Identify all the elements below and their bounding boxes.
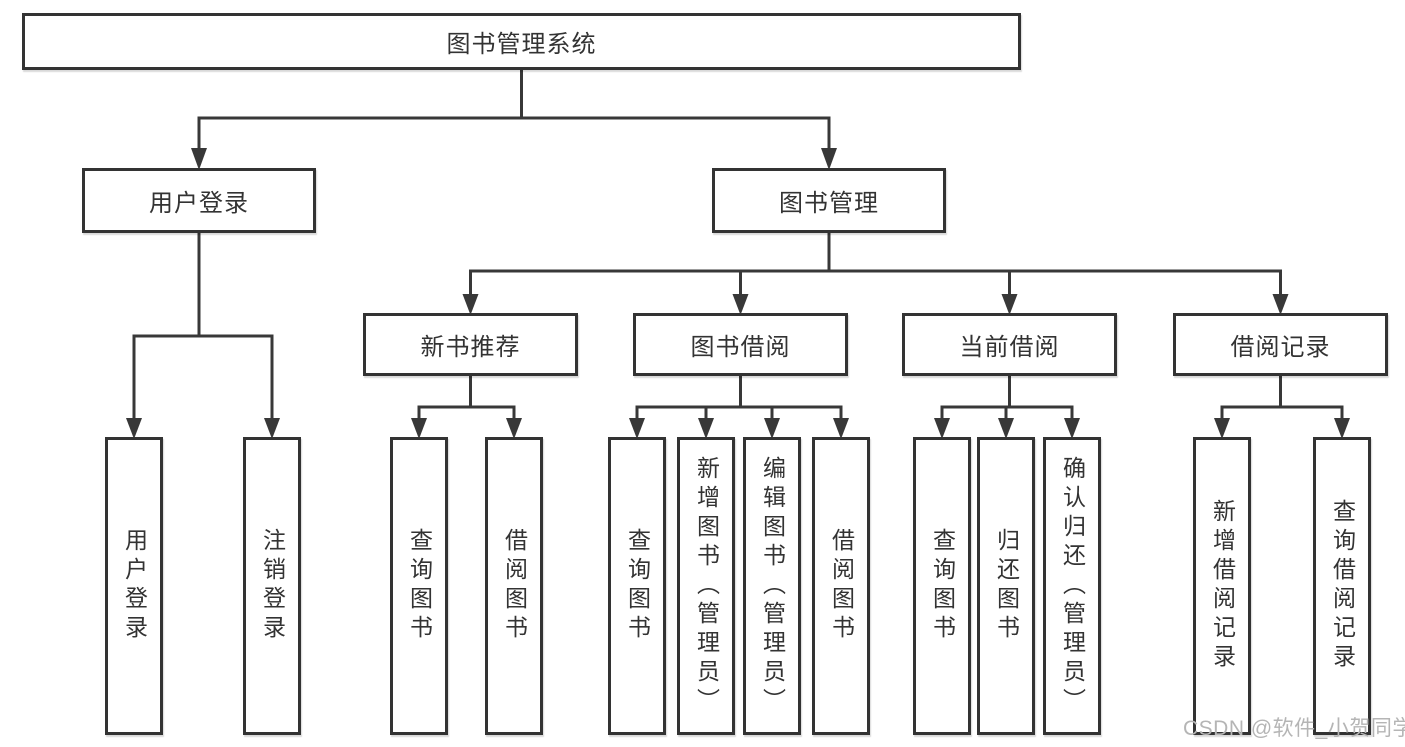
arrowheads-new-books: [411, 418, 522, 439]
leaf-bb-borrow-books: 借阅图书: [812, 437, 870, 735]
connector-records-branch: [1220, 376, 1344, 419]
connector-current-branch: [940, 376, 1074, 419]
arrowheads-records: [1214, 418, 1350, 439]
arrowheads-current: [934, 418, 1080, 439]
leaf-nb-query-books: 查询图书: [390, 437, 448, 735]
leaf-cb-return-books: 归还图书: [977, 437, 1035, 735]
connector-borrowing-branch: [635, 376, 843, 419]
connector-book-management-branch: [469, 233, 1282, 295]
node-book-borrowing: 图书借阅: [633, 313, 848, 376]
leaf-br-query-record: 查询借阅记录: [1313, 437, 1371, 735]
leaf-bb-add-books-admin: 新增图书（管理员）: [677, 437, 735, 735]
node-new-book-recommendation: 新书推荐: [363, 313, 578, 376]
leaf-cb-query-books: 查询图书: [913, 437, 971, 735]
connector-user-login-branch: [132, 233, 274, 419]
connector-new-books-branch: [417, 376, 516, 419]
leaf-nb-borrow-books: 借阅图书: [485, 437, 543, 735]
leaf-logout: 注销登录: [243, 437, 301, 735]
leaf-bb-query-books: 查询图书: [608, 437, 666, 735]
node-borrowing-records: 借阅记录: [1173, 313, 1388, 376]
node-root: 图书管理系统: [22, 13, 1021, 70]
arrowheads-borrowing: [629, 418, 849, 439]
leaf-bb-edit-books-admin: 编辑图书（管理员）: [743, 437, 801, 735]
leaf-cb-confirm-return-admin: 确认归还（管理员）: [1043, 437, 1101, 735]
arrowheads-level3: [462, 294, 1289, 315]
node-book-management: 图书管理: [712, 168, 946, 233]
leaf-br-add-record: 新增借阅记录: [1193, 437, 1251, 735]
arrowheads-user-login-branch: [126, 418, 280, 439]
node-current-borrowing: 当前借阅: [902, 313, 1117, 376]
arrowheads-level2: [191, 148, 837, 170]
connector-root-to-level2: [197, 70, 831, 150]
leaf-user-login: 用户登录: [105, 437, 163, 735]
watermark: CSDN @软件_小贺同学: [1183, 717, 1405, 740]
node-user-login: 用户登录: [82, 168, 316, 233]
